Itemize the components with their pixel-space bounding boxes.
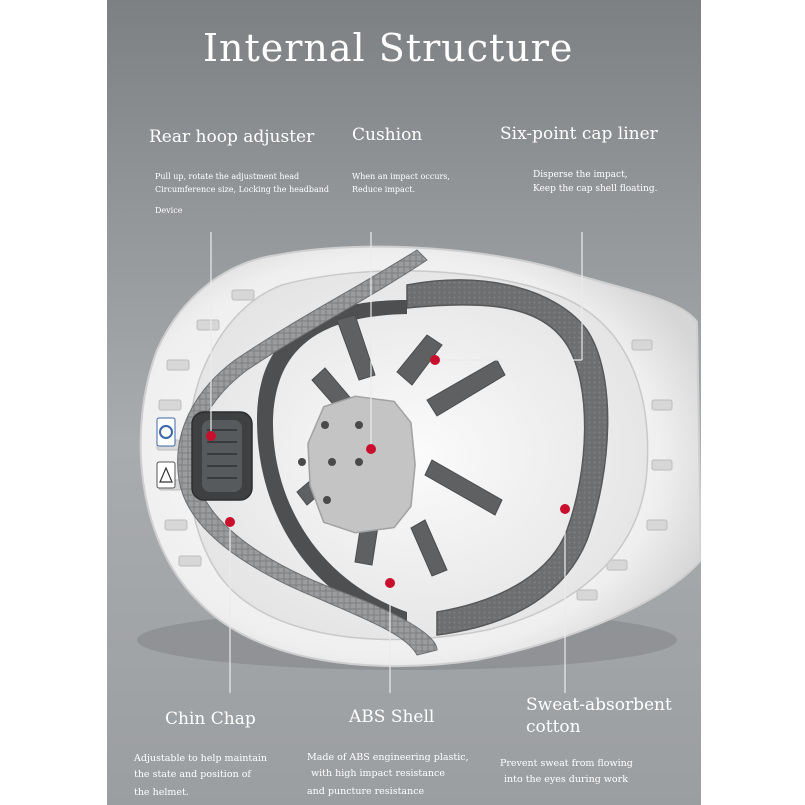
sweat-absorbent-cotton-line-2: into the eyes during work xyxy=(504,774,628,785)
abs-shell-line-2: with high impact resistance xyxy=(311,768,445,779)
certification-logo-icon xyxy=(156,417,176,447)
chin-chap-line-3: the helmet. xyxy=(134,787,189,798)
six-point-cap-liner-line-2: Keep the cap shell floating. xyxy=(533,184,658,194)
abs-shell-description: Made of ABS engineering plastic, with hi… xyxy=(307,750,507,800)
sweat-absorbent-cotton-label-line-1: Sweat-absorbent xyxy=(526,695,672,715)
recycle-mark-icon xyxy=(156,461,176,489)
marker-rear-hoop-adjuster xyxy=(206,431,216,441)
marker-abs-shell xyxy=(385,578,395,588)
rear-hoop-adjuster-description: Pull up, rotate the adjustment head Circ… xyxy=(155,170,355,217)
sweat-absorbent-cotton-line-1: Prevent sweat from flowing xyxy=(500,758,633,769)
six-point-cap-liner-label: Six-point cap liner xyxy=(500,124,658,144)
sweat-absorbent-cotton-description: Prevent sweat from flowing into the eyes… xyxy=(500,756,690,788)
chin-strap xyxy=(177,249,438,656)
abs-shell-line-3: and puncture resistance xyxy=(307,786,425,797)
marker-sweat-absorbent-cotton xyxy=(560,504,570,514)
cushion-description: When an impact occurs, Reduce impact. xyxy=(352,170,492,196)
chin-chap-description: Adjustable to help maintain the state an… xyxy=(134,751,324,801)
rear-hoop-adjuster-line-2: Circumference size, Locking the headband xyxy=(155,185,330,194)
cushion-holes xyxy=(298,421,363,504)
rear-hoop-adjuster-knob xyxy=(191,411,253,501)
helmet-illustration xyxy=(137,232,701,693)
marker-chin-chap xyxy=(225,517,235,527)
cushion-line-1: When an impact occurs, xyxy=(352,172,450,181)
six-point-cap-liner-description: Disperse the impact, Keep the cap shell … xyxy=(533,168,701,196)
abs-shell-label: ABS Shell xyxy=(349,707,435,727)
marker-cushion xyxy=(366,444,376,454)
sweat-absorbent-cotton-label-line-2: cotton xyxy=(526,717,581,737)
chin-chap-label: Chin Chap xyxy=(165,709,256,729)
six-point-cap-liner-line-1: Disperse the impact, xyxy=(533,170,628,180)
marker-dots xyxy=(206,355,570,588)
chin-chap-line-2: the state and position of xyxy=(134,769,251,780)
marker-six-point-cap-liner xyxy=(430,355,440,365)
cushion-label: Cushion xyxy=(352,125,423,145)
chin-chap-line-1: Adjustable to help maintain xyxy=(134,753,268,764)
abs-shell-line-1: Made of ABS engineering plastic, xyxy=(307,752,469,763)
rear-hoop-adjuster-label: Rear hoop adjuster xyxy=(149,127,315,147)
poster: Internal Structure Rear hoop adjuster Pu… xyxy=(107,0,701,805)
sweat-absorbent-cotton-label: Sweat-absorbent cotton xyxy=(526,694,672,738)
page-title: Internal Structure xyxy=(203,26,574,70)
sweatband xyxy=(406,279,609,636)
cushion-line-2: Reduce impact. xyxy=(352,185,416,194)
rear-hoop-adjuster-line-3: Device xyxy=(155,206,183,215)
leader-lines xyxy=(210,232,583,693)
rear-hoop-adjuster-line-1: Pull up, rotate the adjustment head xyxy=(155,172,300,181)
headband-ring xyxy=(257,300,407,628)
